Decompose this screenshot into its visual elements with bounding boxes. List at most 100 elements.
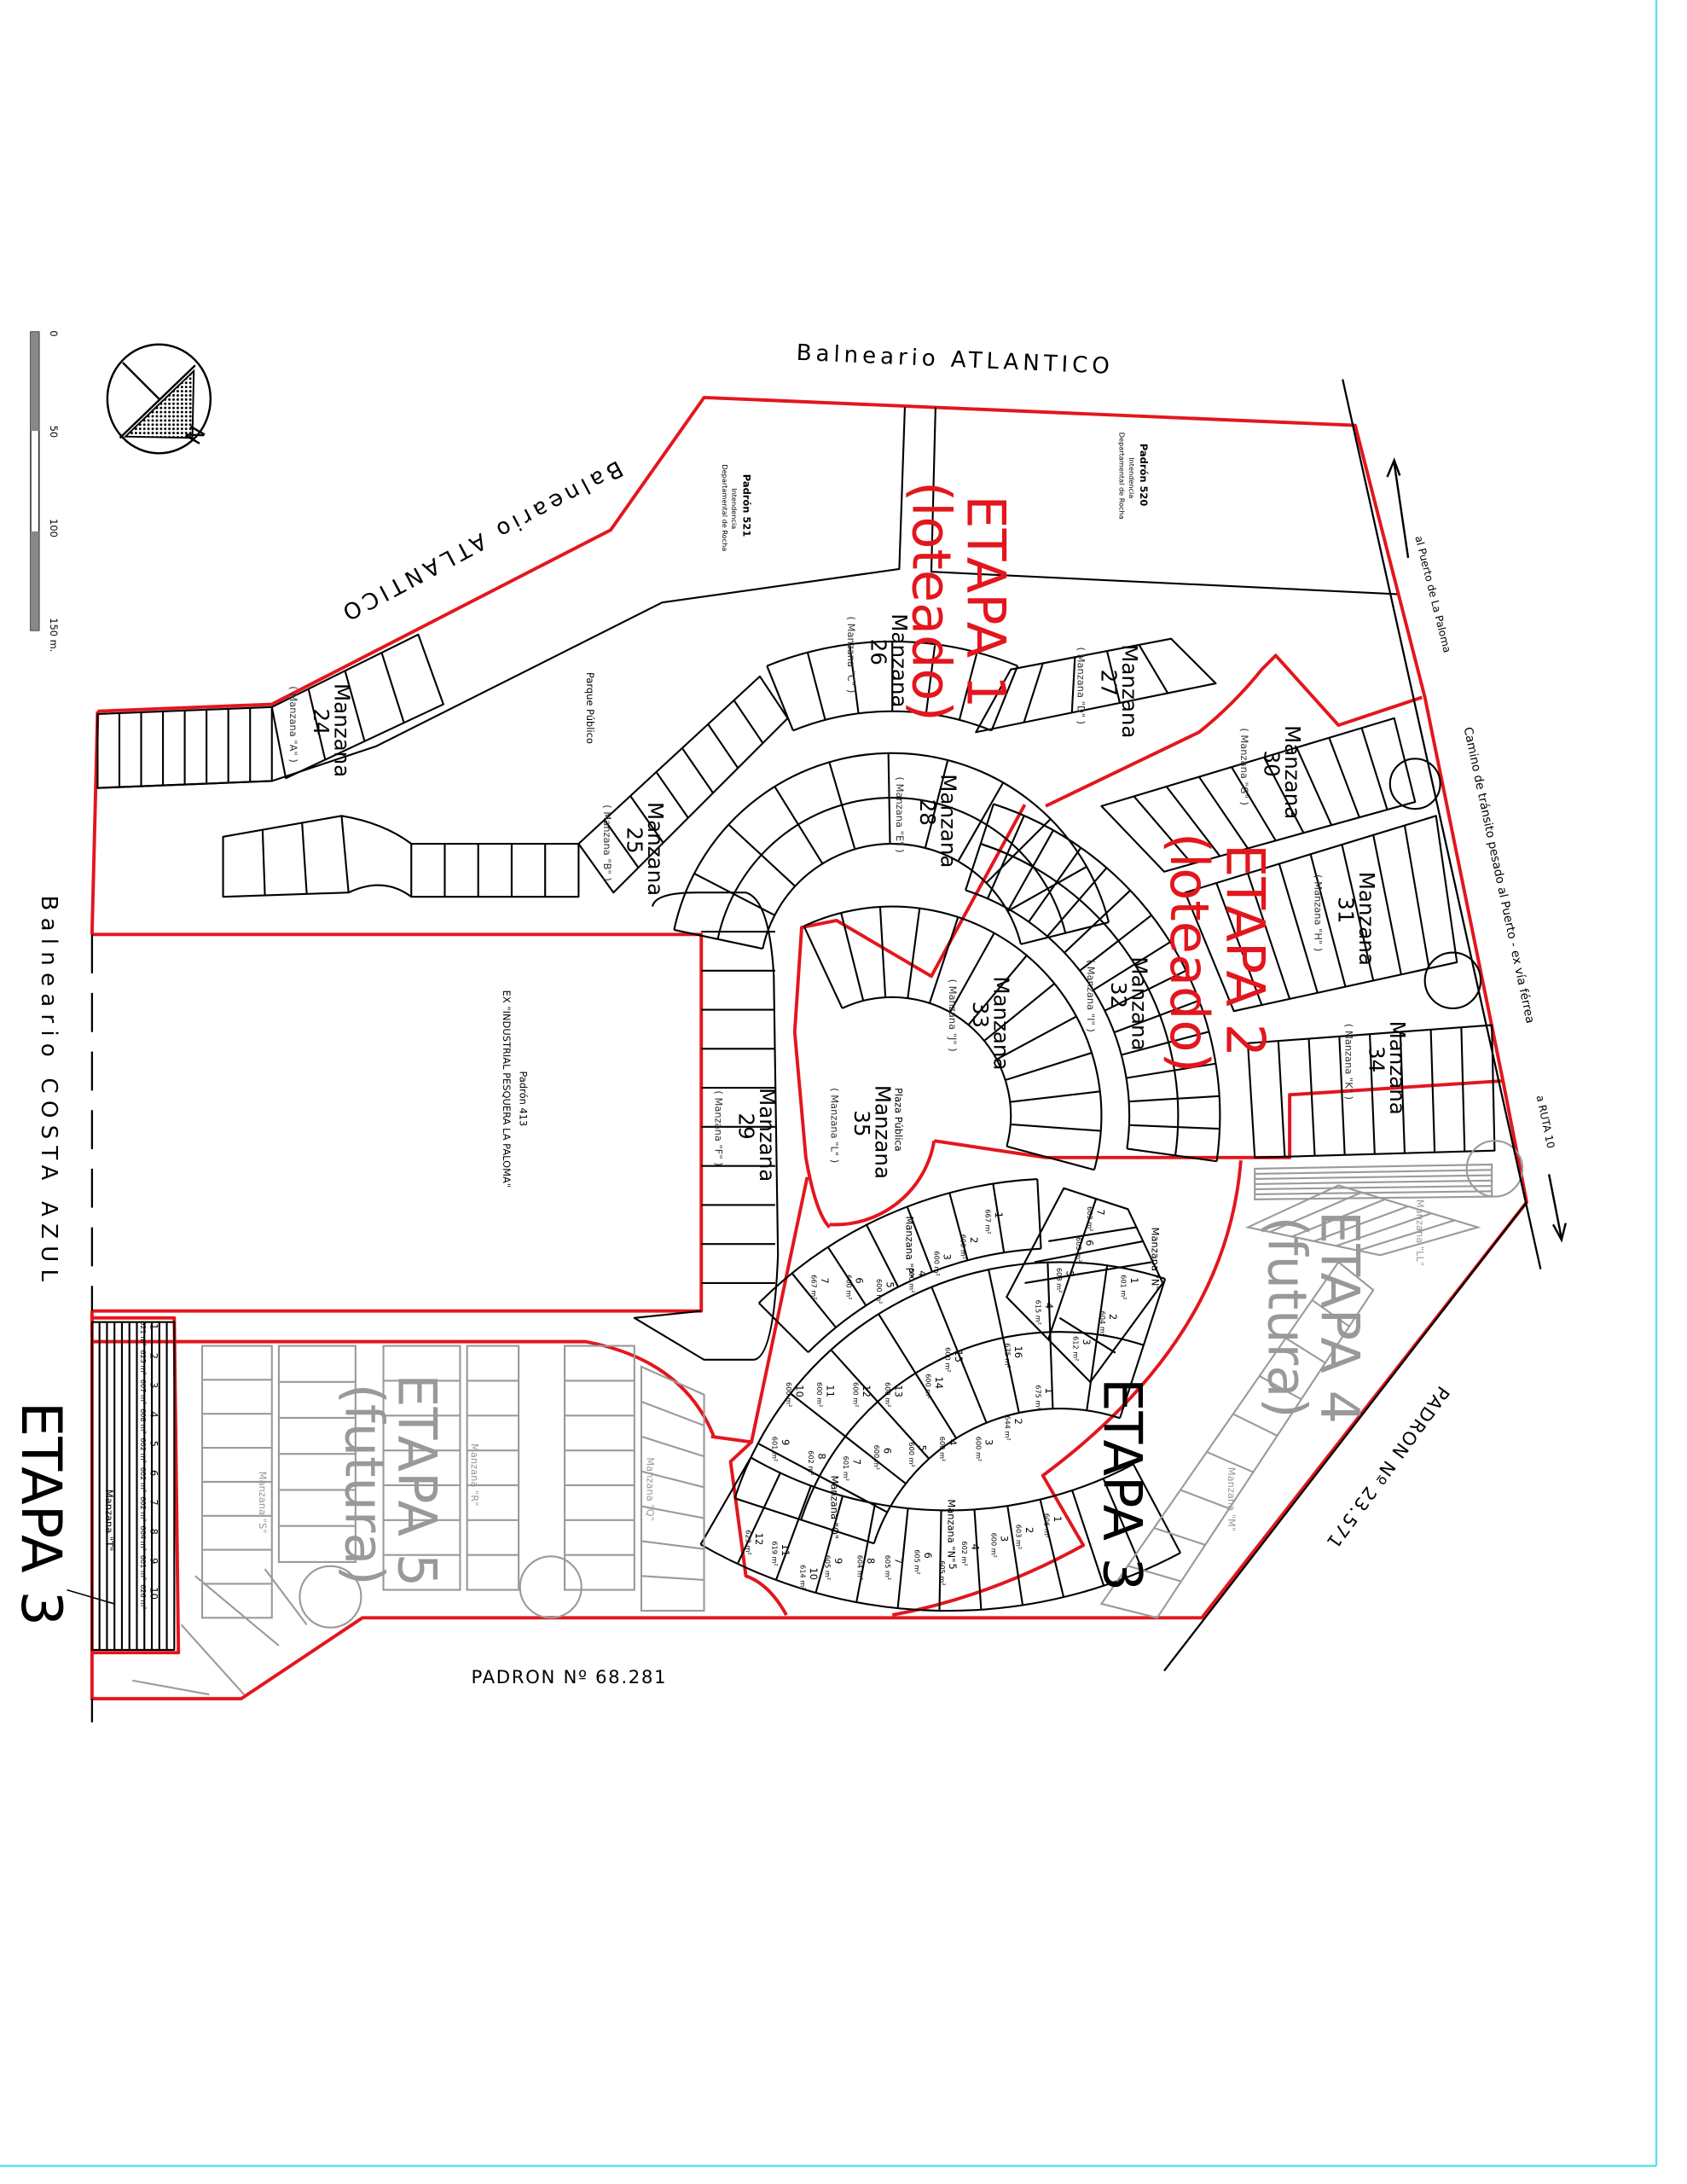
svg-text:Departamental de Rocha: Departamental de Rocha (721, 464, 729, 551)
label-plaza-publica: Plaza Pública (892, 1088, 904, 1152)
svg-text:ETAPA 5: ETAPA 5 (386, 1374, 449, 1587)
lot-area: 601 m² (771, 1437, 780, 1461)
manzana-alias: ( Manzana "A" ) (287, 686, 299, 763)
lot-area: 603 m² (1075, 1237, 1083, 1262)
future-block-r-east (466, 1345, 520, 1591)
lot-number: 6 (881, 1448, 893, 1454)
lot-number: 5 (884, 1281, 896, 1287)
label-padron-68281: PADRON Nº 68.281 (472, 1667, 668, 1688)
manzana-number: 30 (1260, 750, 1284, 776)
lot-number: 9 (832, 1558, 844, 1564)
lot-area: 600 m² (907, 1268, 916, 1292)
lot-area: 600 m² (959, 1234, 967, 1259)
lot-number: 7 (148, 1499, 160, 1505)
svg-text:Padrón 521: Padrón 521 (740, 474, 752, 537)
label-manzana-t: Manzana "T" (103, 1490, 115, 1552)
lot-area: 621 m² (139, 1321, 148, 1345)
future-block-q (563, 1345, 635, 1591)
lot-number: 2 (968, 1237, 980, 1243)
manzana-title: Manzana (936, 774, 960, 868)
manzana-number: 24 (309, 708, 333, 735)
lot-area: 600 m² (943, 1347, 952, 1372)
lot-area: 667 m² (809, 1275, 818, 1299)
manzana-alias: ( Manzana "E" ) (894, 777, 906, 853)
lot-number: 2 (148, 1353, 160, 1359)
lot-number: 3 (148, 1382, 160, 1388)
block-manzana-n-upper-lots (1024, 1199, 1152, 1354)
label-etapa-4: ETAPA 4 (futura) (1256, 1211, 1371, 1424)
manzana-alias: ( Manzana "B" ) (601, 804, 613, 881)
lot-area: 600 m² (924, 1374, 932, 1398)
block-manzana-30-dividers (1133, 728, 1388, 865)
manzana-alias: ( Manzana "C" ) (845, 617, 857, 694)
lot-number: 1 (993, 1212, 1005, 1218)
block-manzana-27 (975, 637, 1217, 734)
label-padron-413: Padrón 413 EX "INDUSTRIAL PESQUERA LA PA… (501, 990, 530, 1188)
lot-number: 4 (916, 1270, 928, 1276)
block-manzana-25-south (410, 842, 580, 898)
parcel-edge-padron-521 (97, 407, 906, 789)
manzana-number: 26 (867, 639, 891, 665)
label-etapa-3-left: ETAPA 3 (9, 1402, 73, 1626)
block-manzana-p (758, 1177, 1042, 1353)
svg-text:ETAPA 1: ETAPA 1 (954, 495, 1017, 708)
label-etapa-1: ETAPA 1 (loteado) (901, 481, 1017, 722)
block-manzana-24-west-dividers (118, 707, 252, 787)
manzana-alias: ( Manzana "H" ) (1313, 874, 1325, 951)
cul-de-sac-circle (1423, 951, 1482, 1009)
lot-area: 602 m² (960, 1541, 969, 1565)
lot-area: 606 m² (1042, 1513, 1051, 1538)
block-manzana-33 (803, 905, 1103, 1171)
lot-area: 675 m² (1004, 1343, 1012, 1368)
lot-area: 600 m² (815, 1382, 824, 1407)
manzana-title: Manzana (989, 976, 1014, 1070)
future-block-r-west-dividers (383, 1380, 461, 1556)
label-al-puerto: al Puerto de La Paloma (1412, 535, 1453, 654)
manzana-alias: ( Manzana "L" ) (828, 1088, 840, 1163)
lot-area: 600 m² (974, 1437, 983, 1461)
block-manzana-32 (965, 803, 1221, 1163)
lot-number: 16 (1012, 1346, 1024, 1359)
future-block-q-dividers (565, 1380, 635, 1556)
svg-text:ETAPA 4: ETAPA 4 (1309, 1211, 1371, 1424)
lot-area: 615 m² (1035, 1300, 1043, 1325)
manzana-title: Manzana (1354, 872, 1379, 966)
lot-number: 3 (999, 1536, 1011, 1542)
lot-lines (90, 407, 1496, 1651)
svg-text:(futura): (futura) (1256, 1216, 1319, 1418)
manzana-number: 32 (1106, 982, 1131, 1008)
manzana-number: 29 (733, 1113, 758, 1140)
scale-bar: 0 50 100 150 m. (30, 330, 60, 652)
future-block-s-west (200, 1345, 273, 1619)
lot-number: 2 (1023, 1527, 1035, 1533)
manzana-title: Manzana (1127, 956, 1151, 1050)
lot-area: 608 m² (139, 1409, 148, 1433)
block-manzana-25-south-dividers (443, 844, 547, 897)
block-manzana-34-dividers (1277, 1027, 1466, 1157)
lot-area: 605 m² (913, 1549, 921, 1574)
lot-number: 6 (922, 1552, 934, 1558)
lot-area: 600 m² (875, 1279, 884, 1304)
block-manzana-24-west (96, 706, 273, 789)
block-manzana-24-east (270, 633, 444, 780)
lot-number: 5 (148, 1441, 160, 1447)
